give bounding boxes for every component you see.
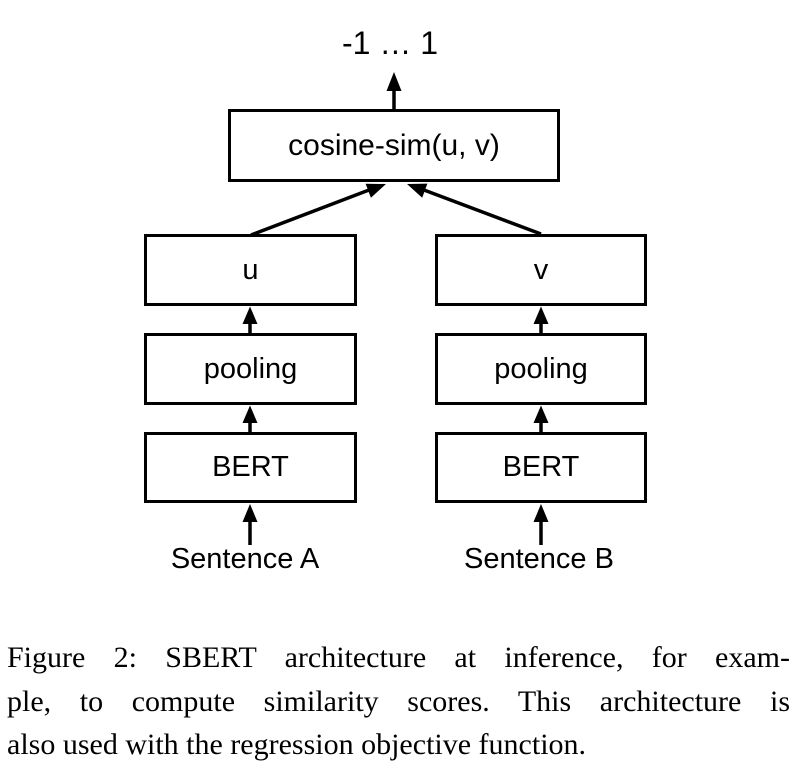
- cosine-sim-box: cosine-sim(u, v): [228, 109, 560, 182]
- arrow-v-to-cosine-icon: [407, 183, 542, 236]
- pooling-left-box: pooling: [144, 333, 357, 405]
- arrow-bert-to-pooling-left-icon: [242, 405, 258, 432]
- arrows-layer: [242, 72, 549, 545]
- v-embedding-box: v: [435, 234, 647, 306]
- arrow-bert-to-pooling-right-icon: [533, 405, 549, 432]
- figure-caption: Figure 2: SBERT architecture at inferenc…: [7, 636, 790, 767]
- arrow-pooling-to-u-icon: [242, 306, 258, 333]
- caption-line-2: ple, to compute similarity scores. This …: [7, 684, 790, 718]
- arrow-sentence-a-to-bert-icon: [242, 504, 258, 545]
- arrow-u-to-cosine-icon: [250, 183, 386, 237]
- arrow-cosine-to-output-icon: [386, 72, 402, 109]
- sbert-architecture-diagram: -1 … 1 cosine-sim(u, v) u v pooling pool…: [144, 25, 647, 575]
- caption-line-1: Figure 2: SBERT architecture at inferenc…: [7, 641, 790, 674]
- pooling-right-box: pooling: [435, 333, 647, 405]
- bert-right-box: BERT: [435, 432, 647, 503]
- u-embedding-box: u: [144, 234, 357, 306]
- output-range-label: -1 … 1: [341, 25, 439, 61]
- sentence-a-label: Sentence A: [170, 543, 320, 575]
- bert-left-box: BERT: [144, 432, 357, 503]
- arrow-pooling-to-v-icon: [533, 306, 549, 333]
- sentence-b-label: Sentence B: [464, 543, 614, 575]
- caption-line-3: also used with the regression objective …: [7, 728, 587, 761]
- arrow-sentence-b-to-bert-icon: [533, 504, 549, 545]
